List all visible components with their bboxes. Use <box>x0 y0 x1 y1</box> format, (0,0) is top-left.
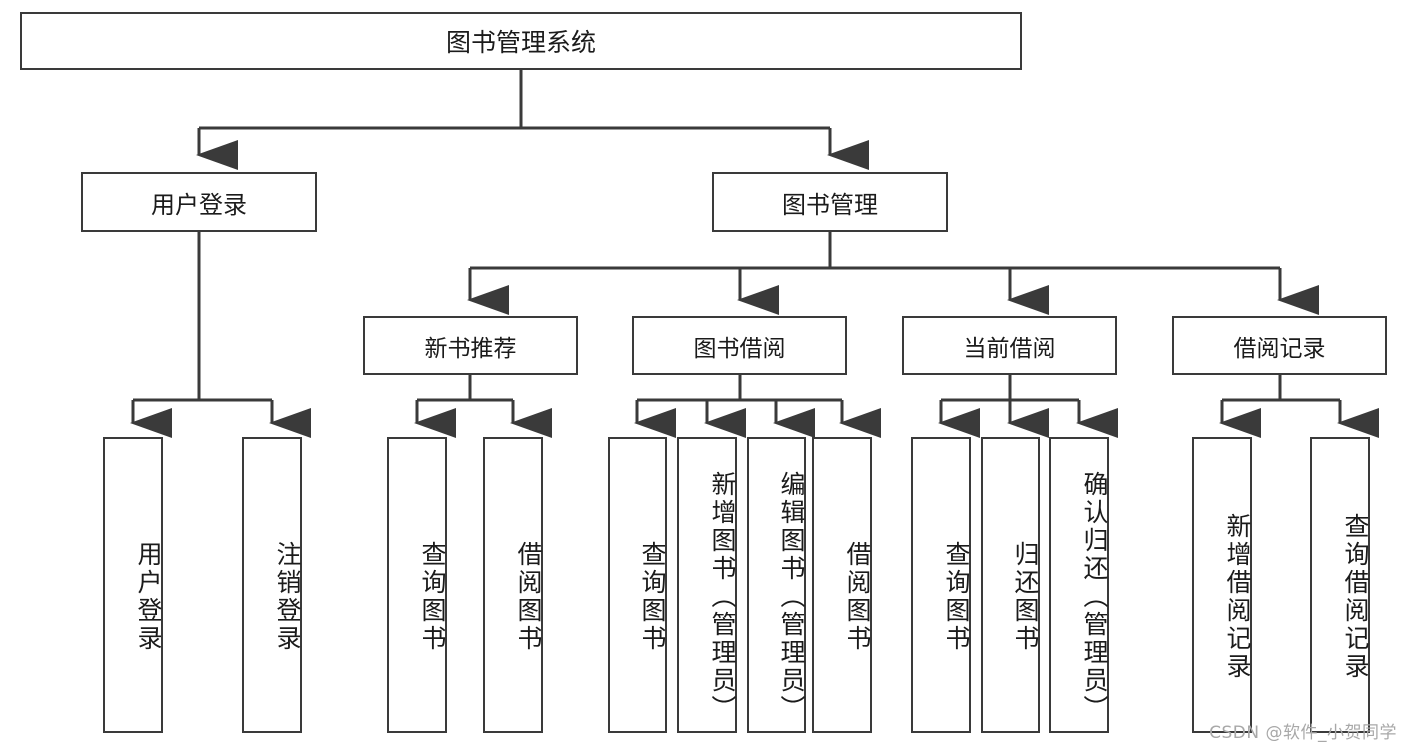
leaf-add-borrow-record-label: 新增借阅记录 <box>1223 513 1252 681</box>
leaf-add-book-admin-label: 新增图书（管理员） <box>708 471 737 723</box>
node-borrow-record-label: 借阅记录 <box>1233 335 1326 362</box>
node-book-borrow[interactable]: 图书借阅 <box>632 316 847 375</box>
leaf-user-login[interactable]: 用户登录 <box>103 437 163 733</box>
leaf-borrow-query-book[interactable]: 查询图书 <box>608 437 667 733</box>
leaf-add-book-admin[interactable]: 新增图书（管理员） <box>677 437 737 733</box>
leaf-user-login-label: 用户登录 <box>134 541 163 653</box>
node-book-management-label: 图书管理 <box>782 190 878 219</box>
leaf-confirm-return-admin[interactable]: 确认归还（管理员） <box>1049 437 1109 733</box>
node-root-label: 图书管理系统 <box>445 28 596 57</box>
leaf-logout-label: 注销登录 <box>273 541 302 653</box>
leaf-new-book-query-label: 查询图书 <box>418 541 447 653</box>
node-user-login-label: 用户登录 <box>151 190 247 219</box>
node-current-borrow[interactable]: 当前借阅 <box>902 316 1117 375</box>
leaf-new-book-query[interactable]: 查询图书 <box>387 437 447 733</box>
leaf-return-book-label: 归还图书 <box>1011 541 1040 653</box>
node-current-borrow-label: 当前借阅 <box>963 335 1056 362</box>
leaf-add-borrow-record[interactable]: 新增借阅记录 <box>1192 437 1252 733</box>
watermark: CSDN @软件_小贺同学 <box>1209 723 1397 743</box>
leaf-new-book-borrow[interactable]: 借阅图书 <box>483 437 543 733</box>
leaf-borrow-book-label: 借阅图书 <box>843 541 872 653</box>
node-new-book-recommend[interactable]: 新书推荐 <box>363 316 578 375</box>
leaf-borrow-query-book-label: 查询图书 <box>638 541 667 653</box>
leaf-edit-book-admin-label: 编辑图书（管理员） <box>777 471 806 723</box>
leaf-confirm-return-admin-label: 确认归还（管理员） <box>1080 471 1109 723</box>
leaf-query-borrow-record[interactable]: 查询借阅记录 <box>1310 437 1370 733</box>
leaf-new-book-borrow-label: 借阅图书 <box>514 541 543 653</box>
node-book-management[interactable]: 图书管理 <box>712 172 948 232</box>
leaf-query-borrow-record-label: 查询借阅记录 <box>1341 513 1370 681</box>
leaf-current-query-book[interactable]: 查询图书 <box>911 437 971 733</box>
leaf-borrow-book[interactable]: 借阅图书 <box>812 437 872 733</box>
node-user-login[interactable]: 用户登录 <box>81 172 317 232</box>
leaf-logout[interactable]: 注销登录 <box>242 437 302 733</box>
node-book-borrow-label: 图书借阅 <box>693 335 786 362</box>
node-new-book-recommend-label: 新书推荐 <box>424 335 517 362</box>
node-root[interactable]: 图书管理系统 <box>20 12 1022 70</box>
node-borrow-record[interactable]: 借阅记录 <box>1172 316 1387 375</box>
leaf-current-query-book-label: 查询图书 <box>942 541 971 653</box>
leaf-return-book[interactable]: 归还图书 <box>981 437 1040 733</box>
leaf-edit-book-admin[interactable]: 编辑图书（管理员） <box>747 437 806 733</box>
